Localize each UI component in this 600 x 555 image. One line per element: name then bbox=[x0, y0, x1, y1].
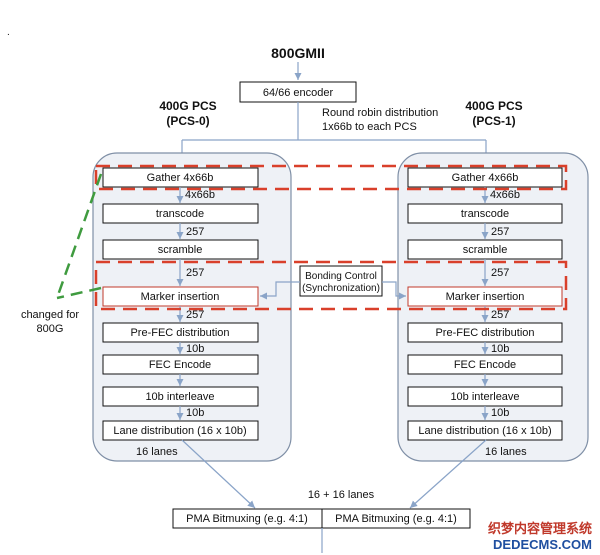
pcs0-lanes-label: 16 lanes bbox=[136, 446, 178, 458]
highlight-gather-row bbox=[94, 164, 568, 191]
pcs0-fec-label: FEC Encode bbox=[149, 359, 211, 371]
pcs0-prefec-label: Pre-FEC distribution bbox=[130, 327, 229, 339]
green-callout-line-top bbox=[55, 173, 103, 299]
pcs1-prefec-label: Pre-FEC distribution bbox=[435, 327, 534, 339]
pcs1-transcode-label: transcode bbox=[461, 208, 509, 220]
pcs1-fec-label: FEC Encode bbox=[454, 359, 516, 371]
pma-right-label: PMA Bitmuxing (e.g. 4:1) bbox=[335, 513, 457, 525]
pcs0-container bbox=[92, 152, 292, 462]
pcs1-marker-label: Marker insertion bbox=[446, 291, 525, 303]
pcs0-lane-dist-box bbox=[102, 420, 259, 441]
stray-dot: . bbox=[7, 27, 10, 38]
distribution-line1: Round robin distribution bbox=[322, 107, 438, 119]
pma-right-box bbox=[321, 508, 471, 529]
pcs1-title-line1: 400G PCS bbox=[465, 99, 522, 113]
changed-note-line1: changed for bbox=[21, 309, 79, 321]
pcs1-10bc-label: 10b bbox=[491, 407, 509, 419]
bonding-arrow-right bbox=[382, 281, 406, 300]
pcs0-4x66b-label: 4x66b bbox=[185, 189, 215, 201]
pcs1-lane-dist-label: Lane distribution (16 x 10b) bbox=[418, 425, 551, 437]
pcs1-257a-label: 257 bbox=[491, 226, 509, 238]
pcs1-scramble-label: scramble bbox=[463, 244, 508, 256]
pcs0-transcode-label: transcode bbox=[156, 208, 204, 220]
pcs1-10ba-label: 10b bbox=[491, 343, 509, 355]
pcs0-interleave-label: 10b interleave bbox=[145, 391, 214, 403]
pcs0-title-line1: 400G PCS bbox=[159, 99, 216, 113]
bonding-control-box bbox=[299, 265, 383, 297]
green-callout-line-bottom bbox=[56, 286, 102, 300]
bonding-arrow-left bbox=[260, 281, 300, 300]
pcs0-257c-label: 257 bbox=[186, 309, 204, 321]
pcs1-title-line2: (PCS-1) bbox=[472, 114, 515, 128]
pcs0-10bc-label: 10b bbox=[186, 407, 204, 419]
lanes-total-label: 16 + 16 lanes bbox=[308, 489, 375, 501]
pcs0-scramble-label: scramble bbox=[158, 244, 203, 256]
highlight-marker-row bbox=[94, 260, 568, 311]
pcs0-lane-dist-label: Lane distribution (16 x 10b) bbox=[113, 425, 246, 437]
pma-left-label: PMA Bitmuxing (e.g. 4:1) bbox=[186, 513, 308, 525]
pcs1-pipeline: Gather 4x66b 4x66b transcode 257 scrambl… bbox=[407, 167, 563, 458]
title-800gmii: 800GMII bbox=[271, 45, 325, 61]
pcs1-gather-label: Gather 4x66b bbox=[452, 172, 519, 184]
pcs1-257c-label: 257 bbox=[491, 309, 509, 321]
bonding-line1: Bonding Control bbox=[305, 271, 377, 282]
lanes-arrow-pcs0 bbox=[181, 439, 256, 509]
encoder-label: 64/66 encoder bbox=[263, 87, 334, 99]
changed-note-line2: 800G bbox=[37, 323, 64, 335]
pcs0-257b-label: 257 bbox=[186, 267, 204, 279]
pcs1-257b-label: 257 bbox=[491, 267, 509, 279]
pcs1-interleave-label: 10b interleave bbox=[450, 391, 519, 403]
pcs0-marker-label: Marker insertion bbox=[141, 291, 220, 303]
pcs1-4x66b-label: 4x66b bbox=[490, 189, 520, 201]
pcs0-pipeline: Gather 4x66b 4x66b transcode 257 scrambl… bbox=[102, 167, 259, 458]
pcs0-10ba-label: 10b bbox=[186, 343, 204, 355]
distribution-line2: 1x66b to each PCS bbox=[322, 121, 417, 133]
lanes-arrow-pcs1 bbox=[409, 439, 487, 509]
watermark-line1: 织梦内容管理系统 bbox=[488, 521, 592, 536]
bonding-line2: (Synchronization) bbox=[302, 283, 380, 294]
pcs0-title-line2: (PCS-0) bbox=[166, 114, 209, 128]
watermark-line2: DEDECMS.COM bbox=[493, 537, 592, 552]
pcs1-lane-dist-box bbox=[407, 420, 563, 441]
pcs1-lanes-label: 16 lanes bbox=[485, 446, 527, 458]
pcs0-gather-label: Gather 4x66b bbox=[147, 172, 214, 184]
pcs1-container bbox=[397, 152, 589, 462]
pcs0-257a-label: 257 bbox=[186, 226, 204, 238]
